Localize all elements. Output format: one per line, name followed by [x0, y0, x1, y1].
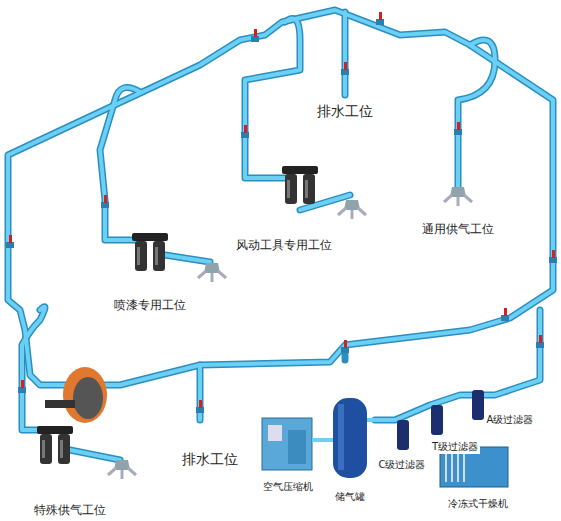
- station-label: 风动工具专用工位: [234, 238, 334, 252]
- special-dryer: [45, 367, 107, 423]
- station-label: 通用供气工位: [420, 222, 496, 236]
- station-label: 排水工位: [315, 104, 375, 118]
- station-label: 喷漆专用工位: [112, 298, 188, 312]
- station-label: A级过滤器: [485, 413, 536, 427]
- station-label: 储气罐: [333, 490, 367, 504]
- air-tank: [333, 398, 367, 478]
- station-label: 特殊供气工位: [32, 503, 108, 517]
- station-label: T级过滤器: [430, 440, 480, 454]
- station-label: C级过滤器: [377, 458, 428, 472]
- air-compressor: [262, 418, 312, 470]
- station-label: 冷冻式干燥机: [446, 497, 510, 511]
- station-label: 排水工位: [180, 452, 240, 466]
- station-label: 空气压缩机: [261, 480, 315, 494]
